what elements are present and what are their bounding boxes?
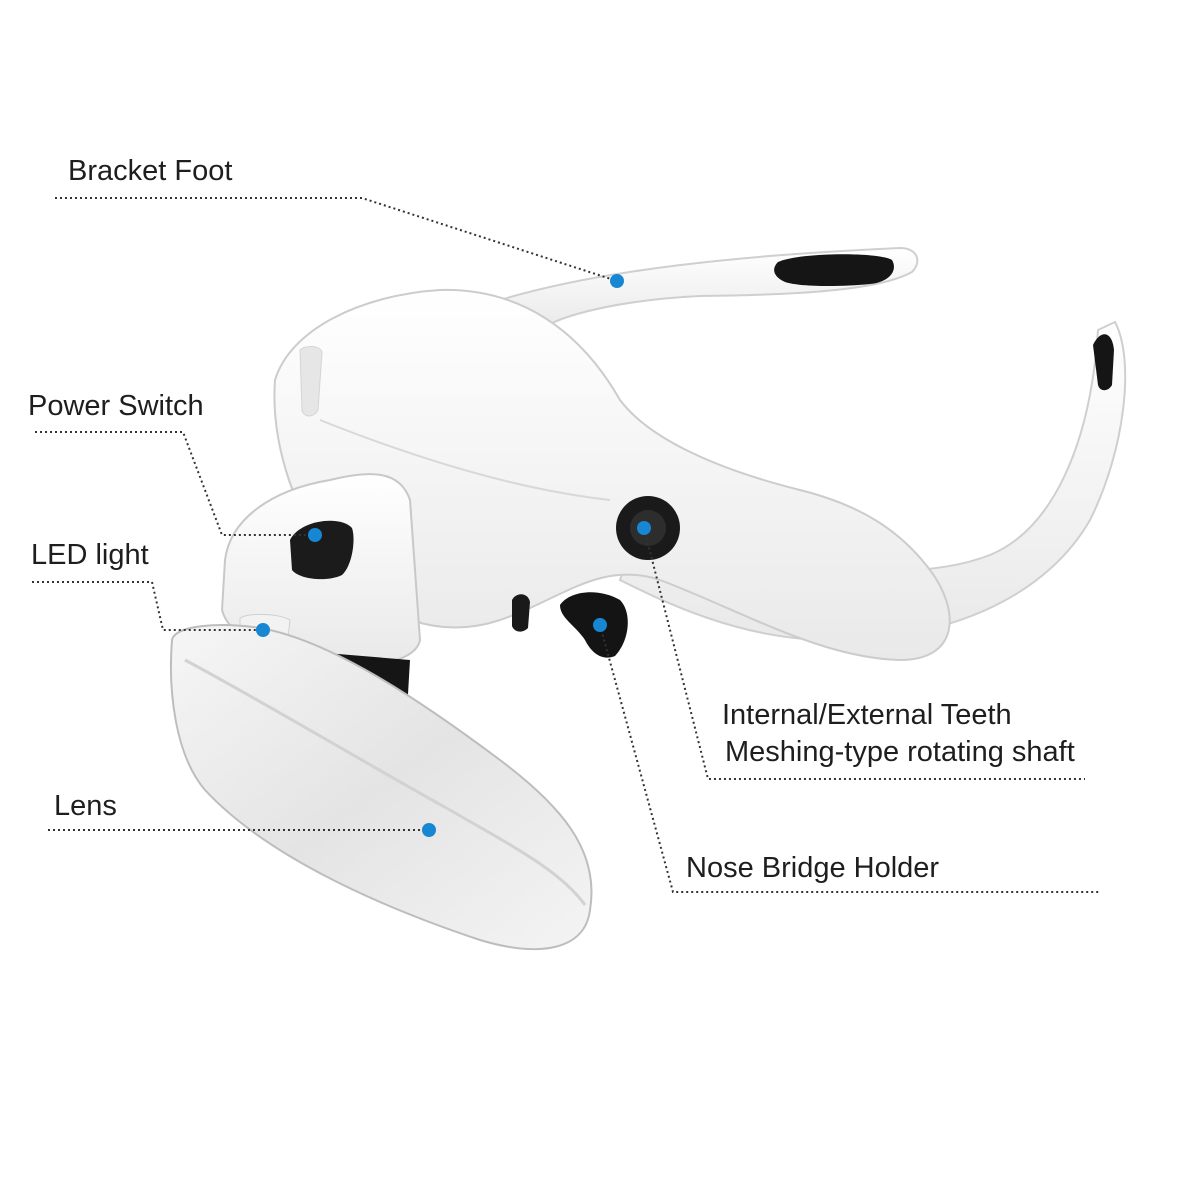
marker-rotating-shaft: [637, 521, 651, 535]
lens-plate: [169, 624, 593, 951]
visor-edge-line: [319, 419, 611, 501]
label-teeth-line2: Meshing-type rotating shaft: [725, 736, 1075, 768]
power-switch-button: [290, 520, 354, 580]
leader-led-light: [32, 581, 263, 631]
leader-lines: [32, 197, 1100, 893]
nose-pad-left: [512, 594, 530, 632]
label-bracket-foot: Bracket Foot: [68, 155, 233, 187]
label-lens: Lens: [54, 790, 117, 822]
label-nose-bridge: Nose Bridge Holder: [686, 852, 940, 884]
marker-power-switch: [308, 528, 322, 542]
right-temple-pad: [1093, 334, 1114, 391]
bracket-foot-pad: [774, 254, 894, 287]
label-power-switch: Power Switch: [28, 390, 204, 422]
callout-markers: [256, 274, 651, 837]
leader-bracket-foot: [55, 197, 618, 282]
label-led-light: LED light: [31, 539, 149, 571]
lens-ridge: [184, 658, 587, 906]
leader-rotating-shaft: [643, 527, 1085, 780]
label-teeth-line1: Internal/External Teeth: [722, 699, 1012, 731]
marker-lens: [422, 823, 436, 837]
marker-nose-bridge: [593, 618, 607, 632]
marker-led-light: [256, 623, 270, 637]
visor-side-slot: [299, 346, 323, 417]
leader-nose-bridge: [599, 624, 1100, 893]
marker-bracket-foot: [610, 274, 624, 288]
